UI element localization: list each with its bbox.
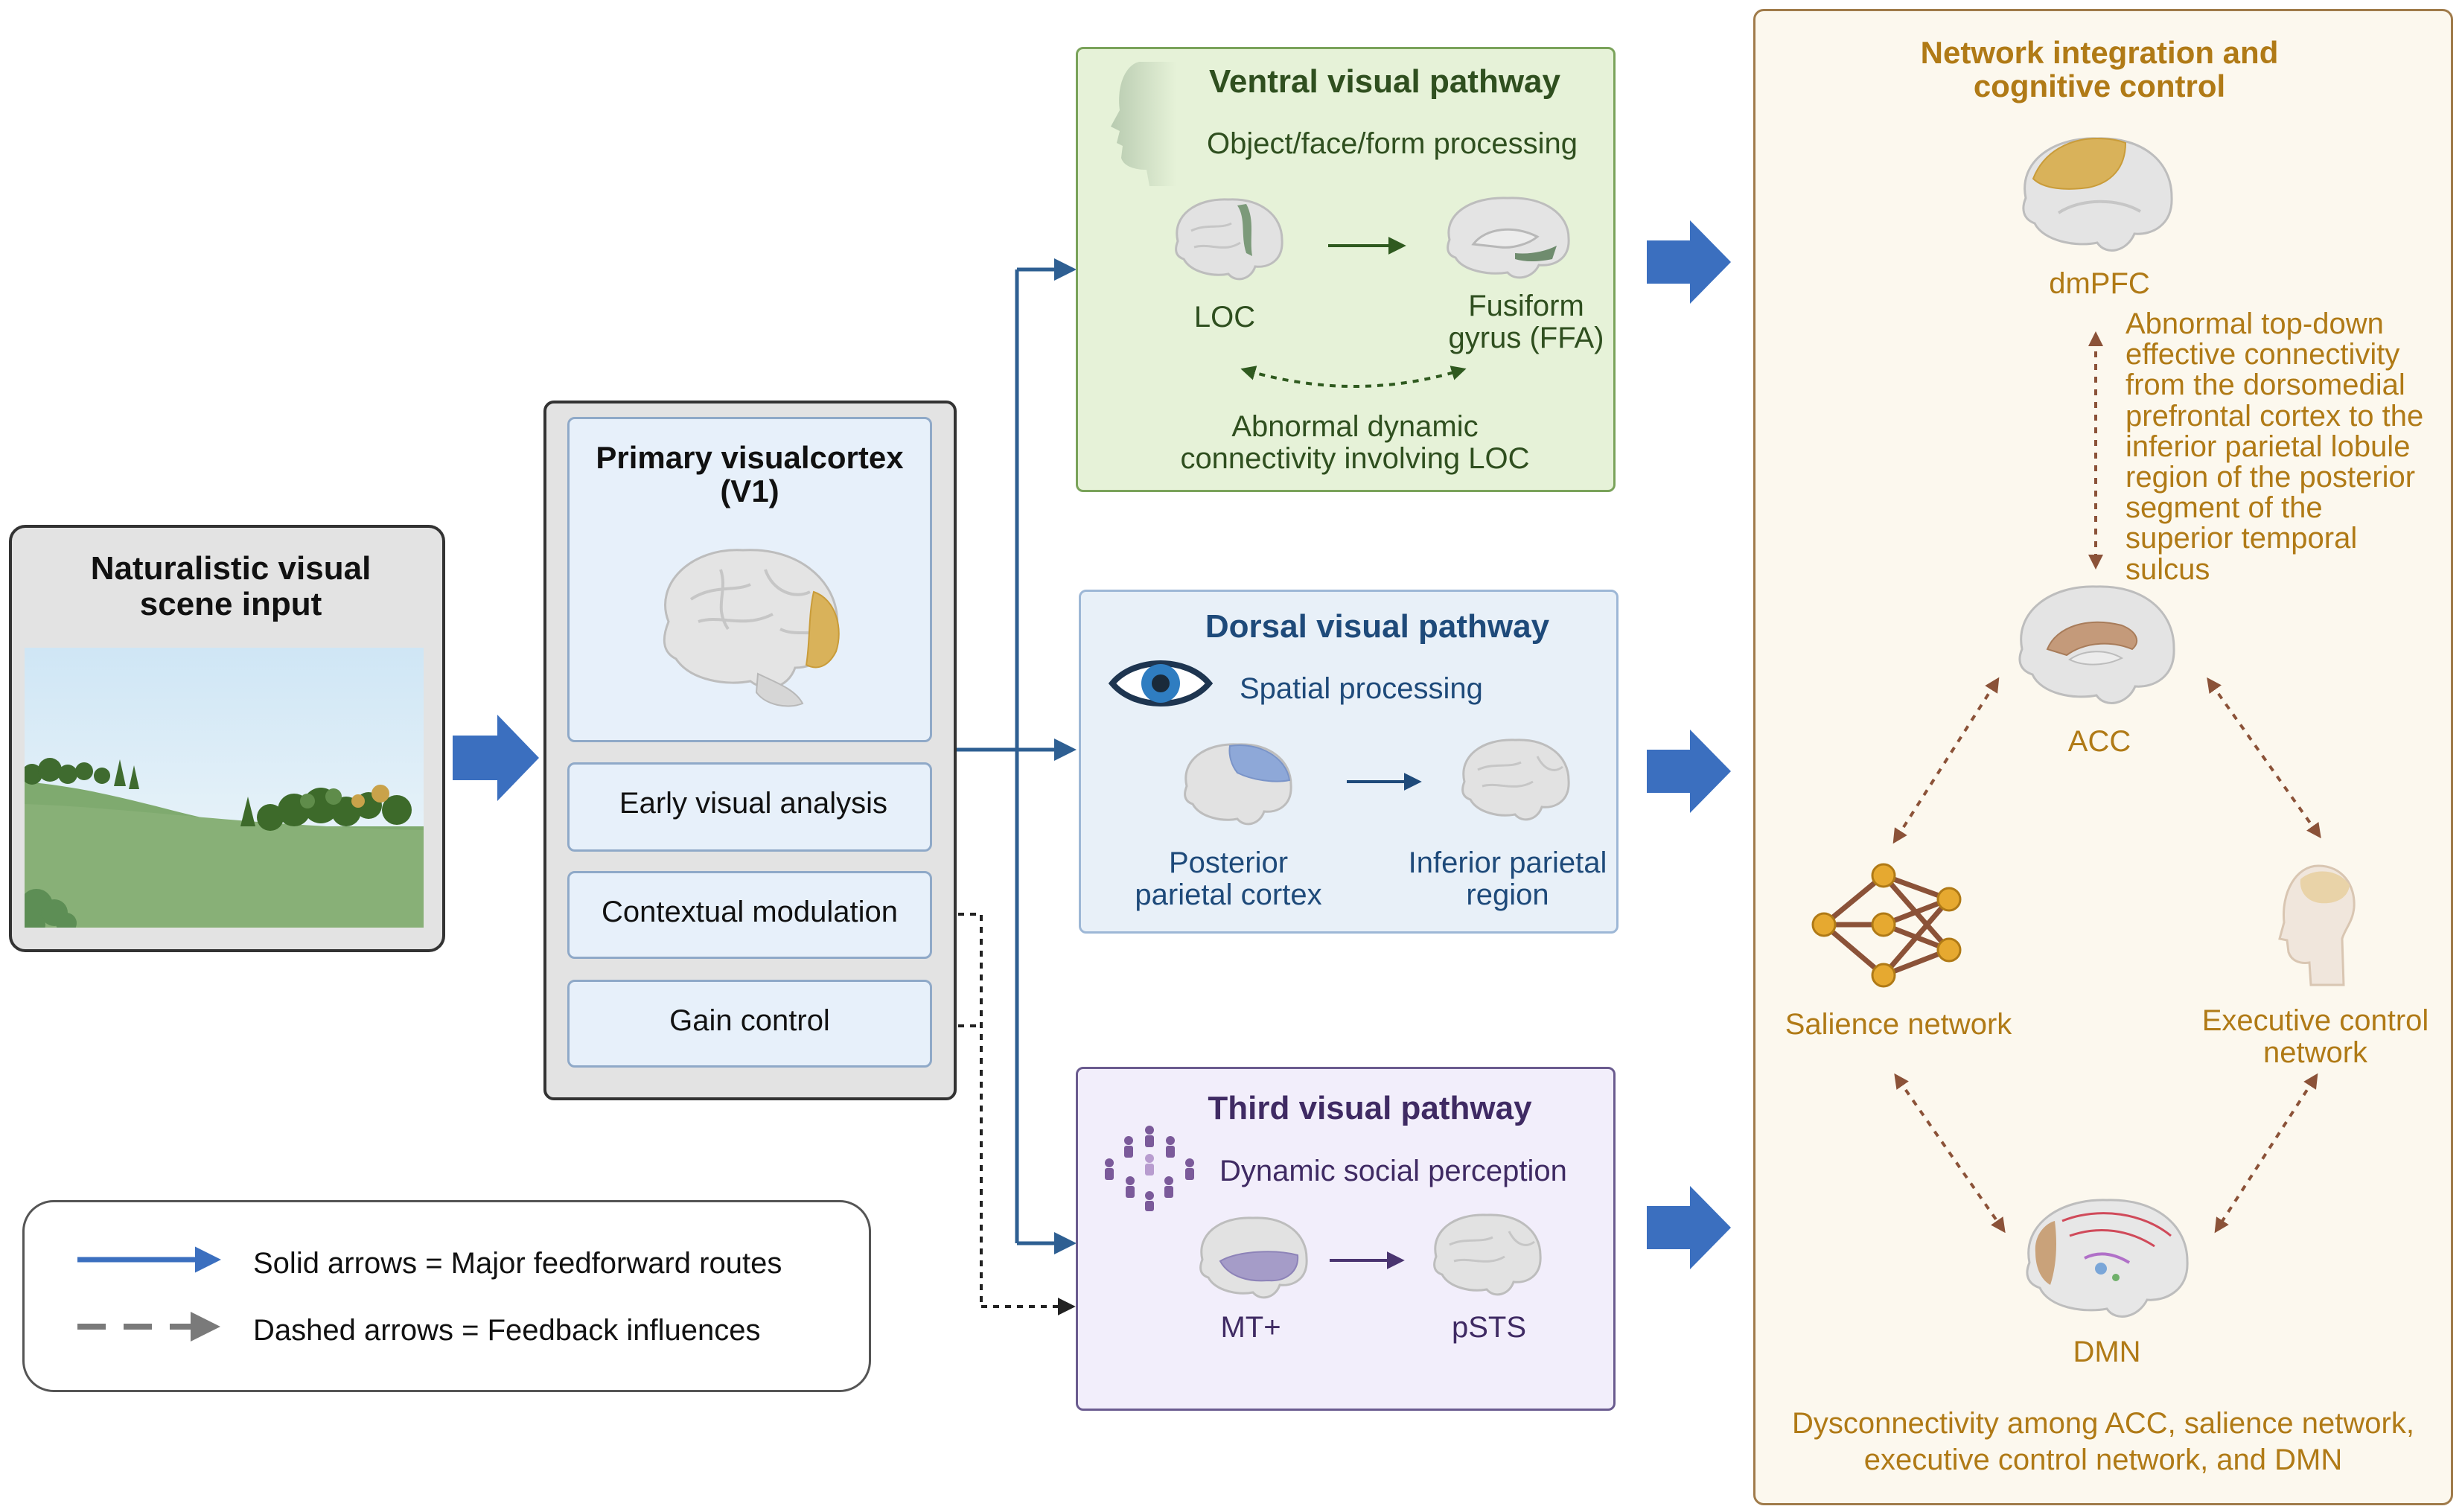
loc-ffa-dynamic-connectivity-arrow [1240, 366, 1467, 388]
ffa-brain-image [1447, 197, 1570, 279]
face-profile-icon [1111, 62, 1176, 186]
dorsal-subtitle: Spatial processing [1240, 672, 1483, 705]
dmn-brain-image [2026, 1199, 2189, 1318]
landscape-image [25, 648, 424, 928]
loc-brain-image [1175, 198, 1283, 281]
eye-icon [1108, 660, 1214, 706]
ventral-title: Ventral visual pathway [1209, 63, 1560, 100]
legend-box [22, 1200, 871, 1392]
feedforward-tree [957, 258, 1077, 1254]
acc-brain-image [2018, 585, 2175, 704]
acc-salience-arrow [1892, 677, 2000, 844]
network-bottom-note: Dysconnectivity among ACC, salience netw… [1792, 1407, 2414, 1476]
psts-label: pSTS [1451, 1311, 1527, 1344]
ventral-note: Abnormal dynamic connectivity involving … [1180, 410, 1530, 476]
mt-brain-image [1199, 1216, 1308, 1299]
input-to-v1-arrow [453, 715, 539, 801]
v1-item-early-visual-analysis [567, 762, 932, 852]
ppc-to-ipr-arrow [1347, 773, 1422, 791]
ffa-label: Fusiform gyrus (FFA) [1448, 290, 1604, 355]
posterior-parietal-brain-image [1184, 743, 1292, 826]
salience-network-icon [1811, 863, 1962, 988]
dorsal-title: Dorsal visual pathway [1205, 608, 1550, 645]
v1-brain-image [663, 549, 840, 707]
v1-item-label-contextual: Contextual modulation [601, 896, 899, 928]
executive-dmn-arrow [2214, 1073, 2318, 1234]
acc-executive-arrow [2207, 677, 2321, 839]
v1-item-label-gain: Gain control [669, 1004, 830, 1037]
v1-title: Primary visualcortex (V1) [596, 440, 904, 509]
dorsal-to-network-arrow [1647, 730, 1731, 813]
legend-solid-arrow [77, 1246, 221, 1273]
dmpfc-label: dmPFC [2049, 267, 2150, 300]
legend-dashed-arrow [77, 1312, 220, 1342]
input-panel-title: Naturalistic visual scene input [90, 550, 371, 622]
mt-label: MT+ [1220, 1311, 1281, 1344]
ventral-to-network-arrow [1647, 220, 1731, 304]
v1-item-label-early: Early visual analysis [619, 787, 888, 820]
executive-label: Executive control network [2201, 1004, 2429, 1070]
inferior-parietal-brain-image [1461, 739, 1570, 821]
loc-to-ffa-arrow [1328, 237, 1406, 255]
ventral-subtitle: Object/face/form processing [1207, 127, 1578, 160]
inferior-parietal-label: Inferior parietal region [1408, 846, 1607, 912]
loc-label: LOC [1193, 301, 1256, 334]
salience-label: Salience network [1785, 1008, 2012, 1041]
third-title: Third visual pathway [1208, 1090, 1532, 1126]
executive-head-icon [2278, 864, 2356, 986]
third-to-network-arrow [1647, 1186, 1731, 1269]
psts-brain-image [1433, 1213, 1542, 1296]
salience-dmn-arrow [1894, 1073, 2006, 1234]
legend-dashed-label: Dashed arrows = Feedback influences [253, 1314, 761, 1347]
mt-to-psts-arrow [1330, 1251, 1405, 1269]
legend-solid-label: Solid arrows = Major feedforward routes [253, 1247, 782, 1280]
people-network-icon [1105, 1126, 1194, 1211]
dmpfc-brain-image [2022, 137, 2173, 252]
dmn-label: DMN [2073, 1336, 2141, 1368]
posterior-parietal-label: Posterior parietal cortex [1135, 846, 1322, 912]
third-subtitle: Dynamic social perception [1219, 1155, 1567, 1187]
v1-item-contextual-modulation [567, 871, 932, 959]
topdown-note: Abnormal top-down effective connectivity… [2125, 307, 2424, 586]
acc-label: ACC [2067, 725, 2131, 758]
network-title: Network integration and cognitive contro… [1920, 35, 2279, 104]
v1-item-gain-control [567, 980, 932, 1068]
